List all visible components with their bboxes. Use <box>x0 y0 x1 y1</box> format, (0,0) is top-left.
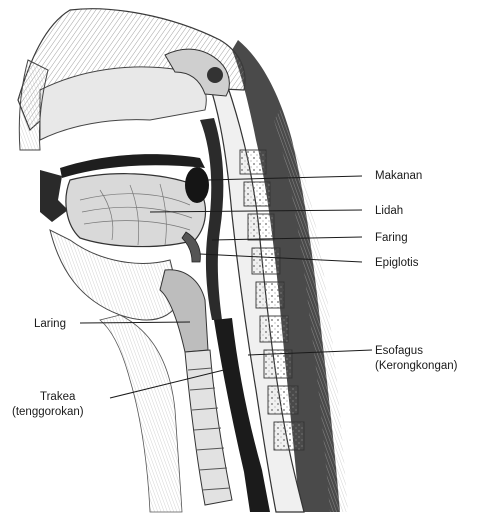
label-makanan: Makanan <box>375 169 422 183</box>
label-epiglotis: Epiglotis <box>375 256 418 270</box>
front-neck <box>100 315 182 512</box>
leader-laring <box>80 322 190 323</box>
label-lidah: Lidah <box>375 204 403 218</box>
label-laring: Laring <box>34 317 66 331</box>
ear-canal <box>207 67 223 83</box>
food-bolus <box>185 167 209 203</box>
label-faring: Faring <box>375 231 408 245</box>
label-trakea: Trakea <box>40 390 75 404</box>
lips <box>40 170 68 222</box>
label-esofagus: Esofagus <box>375 344 423 358</box>
label-esofagus-sub: (Kerongkongan) <box>375 359 457 373</box>
label-trakea-sub: (tenggorokan) <box>12 405 84 419</box>
